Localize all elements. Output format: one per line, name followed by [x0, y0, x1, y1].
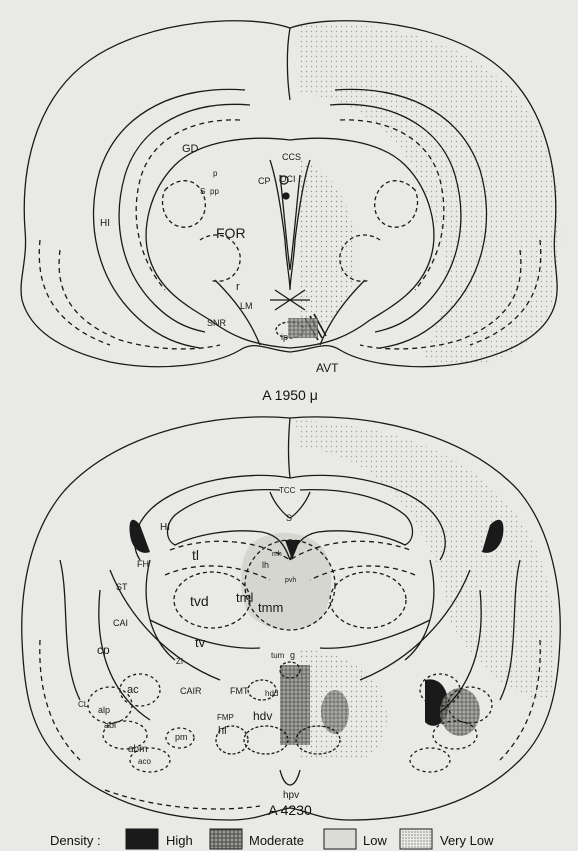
midbrain-outline-top [146, 138, 434, 348]
label-g: g [290, 650, 295, 660]
label-abm: abm [128, 744, 147, 755]
label-snr: SNR [207, 318, 227, 328]
label-tcc: TCC [279, 486, 296, 495]
label-pm: pm [175, 732, 188, 742]
verylow-density-midbrain-top [300, 160, 356, 330]
label-gd: GD [182, 143, 199, 155]
label-cl: CL [78, 700, 89, 709]
label-hi-bottom: HI [160, 522, 170, 533]
legend-title: Density : [50, 833, 101, 848]
label-tum: tum [271, 651, 285, 660]
legend-label-moderate: Moderate [249, 833, 304, 848]
label-fmp: FMP [217, 713, 234, 722]
legend-swatch-high [126, 829, 158, 849]
label-tv: tv [195, 635, 206, 650]
label-s: S [200, 187, 205, 196]
legend-label-verylow: Very Low [440, 833, 494, 848]
legend-swatch-low [324, 829, 356, 849]
legend-swatch-moderate [210, 829, 242, 849]
label-cair: CAIR [180, 686, 202, 696]
label-pvh: pvh [285, 577, 296, 584]
label-aco: aco [138, 757, 151, 766]
label-hdd: hdd [265, 689, 278, 698]
label-s-bottom: S [286, 513, 292, 523]
moderate-density-avt [288, 318, 318, 338]
label-dci: DCI [280, 174, 296, 184]
label-st: ST [116, 582, 128, 592]
section-top [21, 21, 561, 367]
label-ip: ip [281, 332, 288, 342]
label-fmt: FMT [230, 686, 249, 696]
label-hdv: hdv [253, 709, 272, 723]
label-lm: LM [240, 301, 253, 311]
label-cp: CP [258, 176, 271, 186]
label-zi: ZI [176, 657, 183, 666]
label-tmm: tmm [258, 600, 283, 615]
label-fh: FH [137, 559, 149, 569]
label-abl: abl [104, 720, 116, 730]
section-bottom [22, 417, 560, 820]
label-alp: alp [98, 705, 110, 715]
label-hi: HI [100, 218, 110, 229]
label-cp-bottom: cp [97, 643, 110, 657]
caption-bottom: A 4230 [268, 802, 312, 818]
label-tvd: tvd [190, 593, 209, 609]
label-for: FOR [216, 225, 246, 241]
label-pp: pp [210, 187, 219, 196]
label-mh: mh [272, 551, 282, 558]
label-tml: tml [236, 590, 253, 605]
legend: Density : High Moderate Low Very Low [50, 829, 494, 849]
label-p: p [213, 169, 218, 178]
legend-swatch-verylow [400, 829, 432, 849]
label-ccs: CCS [282, 152, 301, 162]
label-hpv: hpv [283, 790, 299, 801]
caption-top: A 1950 μ [262, 387, 318, 403]
legend-label-high: High [166, 833, 193, 848]
label-hl: hl [218, 725, 227, 737]
label-tl: tl [192, 547, 199, 563]
label-lh: lh [262, 560, 269, 570]
legend-label-low: Low [363, 833, 387, 848]
label-r: r [236, 281, 240, 293]
label-avt: AVT [316, 361, 339, 375]
label-ac: ac [127, 684, 139, 696]
label-cai: CAI [113, 618, 128, 628]
